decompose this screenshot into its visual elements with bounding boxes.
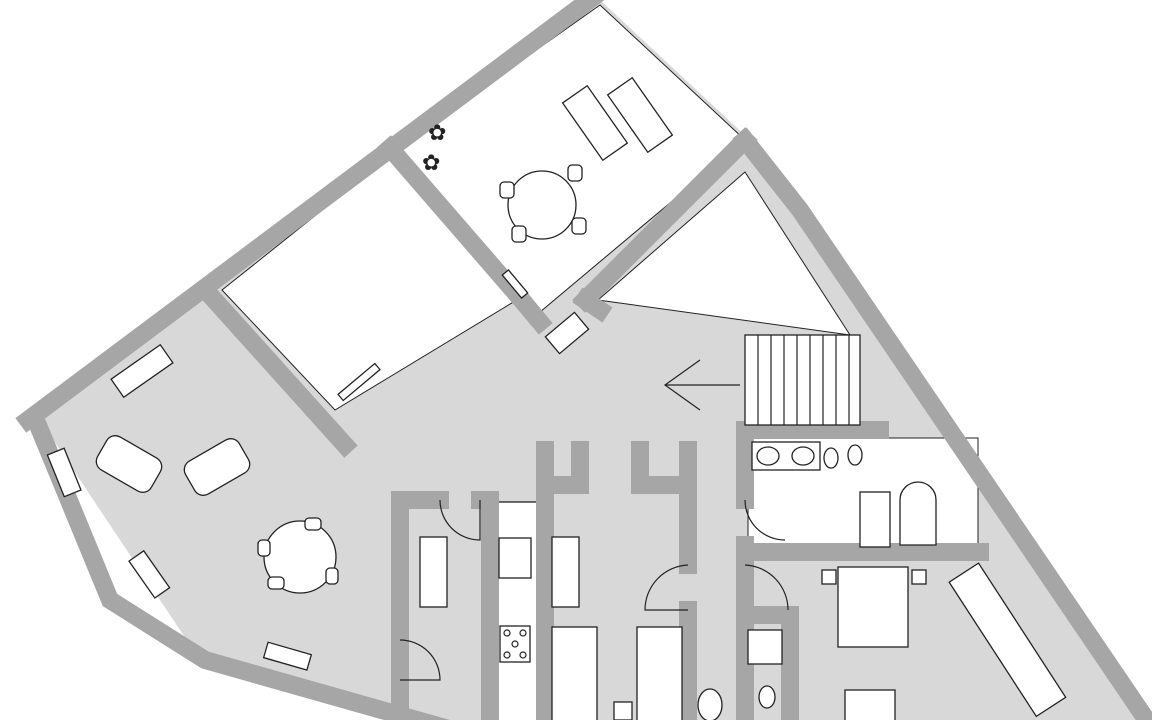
kitchen (419, 536, 580, 663)
single-bed (551, 626, 598, 720)
dining-table (263, 520, 337, 594)
washbasin (697, 688, 723, 720)
kitchen-counter (496, 501, 540, 720)
doors (399, 499, 789, 681)
tv-unit (110, 343, 174, 399)
round-table (507, 170, 577, 240)
walls (15, 0, 1152, 720)
bathtub (899, 481, 937, 546)
hob (499, 625, 531, 663)
washbasin (756, 446, 780, 466)
bidet (847, 444, 863, 466)
desk (844, 689, 896, 720)
desk (419, 536, 448, 608)
windows (46, 269, 590, 671)
beds (551, 562, 1067, 720)
plant-icon: ✿ (422, 150, 440, 175)
sun-lounger (606, 76, 674, 154)
sink (498, 537, 532, 579)
washing-machine (613, 701, 633, 720)
shower (747, 629, 783, 665)
terrace-table-set: ✿ ✿ (422, 76, 674, 243)
desk (551, 536, 580, 608)
wardrobe (948, 562, 1067, 718)
light-well (596, 171, 852, 336)
armchair (95, 435, 163, 493)
toilet (823, 447, 839, 469)
bathroom-fixtures (613, 441, 937, 720)
toilet (758, 685, 776, 709)
armchair (183, 438, 251, 496)
washbasin (791, 446, 815, 466)
plant-icon: ✿ (428, 120, 446, 145)
double-bed (837, 566, 909, 648)
single-bed (636, 626, 683, 720)
sun-lounger (561, 84, 629, 162)
staircase (663, 334, 861, 426)
living-room-furniture (95, 343, 339, 594)
